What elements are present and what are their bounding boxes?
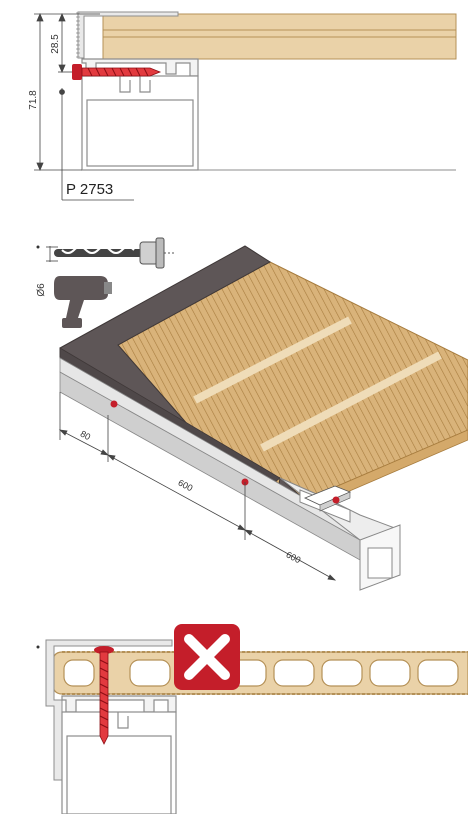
height-dimensions [34, 12, 134, 201]
screw-mark-1 [110, 400, 118, 408]
spacing-dimensions [58, 392, 337, 581]
incorrect-method-figure [36, 624, 468, 814]
support-profile [81, 58, 199, 171]
dim-board-height: 28.5 [50, 34, 61, 54]
isometric-assembly-figure: Ø6 [36, 237, 468, 591]
power-drill-icon [54, 276, 112, 328]
fastening-clip-icon [303, 485, 352, 512]
top-section-figure: 71.8 28.5 P 2753 [28, 11, 457, 201]
dim-total-height: 71.8 [28, 90, 39, 110]
support-profile-bottom [61, 695, 177, 814]
screw-icon [72, 64, 162, 80]
screw-vertical-icon [94, 646, 114, 745]
drill-bit-icon [46, 237, 176, 269]
dim-spacing-600-1: 600 [176, 477, 194, 493]
drill-diameter-label: Ø6 [36, 283, 47, 297]
hollow-deck-board [51, 651, 468, 695]
profile-code-label: P 2753 [66, 181, 113, 198]
dim-edge-80: 80 [79, 429, 93, 443]
x-mark-icon [174, 624, 240, 690]
dim-spacing-600-2: 600 [284, 549, 302, 565]
